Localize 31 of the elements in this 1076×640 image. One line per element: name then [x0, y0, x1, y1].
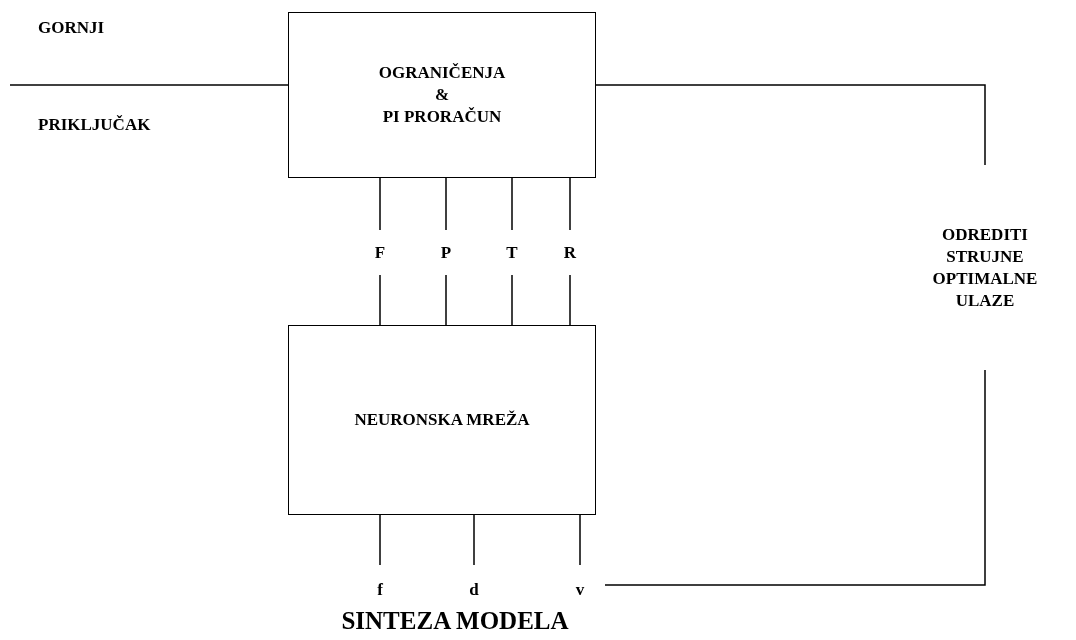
step-label: ODREDITI STRUJNE OPTIMALNE ULAZE	[932, 223, 1038, 312]
signal-label: T	[506, 241, 518, 264]
signal-label: R	[563, 241, 577, 264]
box-label: PI PRORAČUN	[382, 106, 502, 128]
connector-line	[595, 84, 986, 166]
port-label: GORNJI	[38, 18, 105, 38]
connector-line	[445, 274, 447, 326]
box-label: NEURONSKA MREŽA	[354, 409, 530, 431]
signal-label: d	[469, 579, 479, 601]
connector-line	[579, 514, 581, 566]
connector-line	[511, 274, 513, 326]
connector-line	[511, 177, 513, 231]
signal-label: F	[374, 241, 386, 264]
caption: SINTEZA MODELA	[341, 607, 569, 635]
process-box	[288, 12, 596, 178]
connector-line	[9, 84, 289, 86]
signal-label: f	[377, 579, 383, 601]
box-label: &	[434, 84, 450, 106]
connector-line	[379, 177, 381, 231]
connector-line	[604, 369, 986, 586]
signal-label: P	[440, 241, 452, 264]
process-box	[288, 325, 596, 515]
port-label: PRIKLJUČAK	[38, 115, 151, 135]
connector-line	[569, 177, 571, 231]
connector-line	[569, 274, 571, 326]
box-label: OGRANIČENJA	[378, 62, 506, 84]
connector-line	[379, 514, 381, 566]
connector-line	[473, 514, 475, 566]
connector-line	[445, 177, 447, 231]
connector-line	[379, 274, 381, 326]
signal-label: v	[575, 579, 585, 601]
